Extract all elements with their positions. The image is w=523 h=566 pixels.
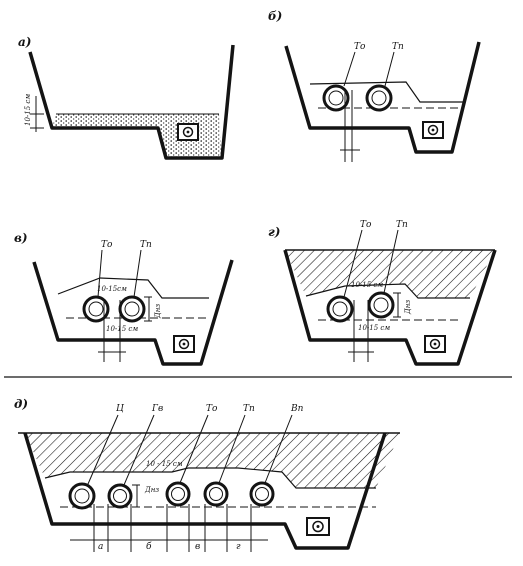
panel-v-pipe-dim: Днз — [154, 304, 162, 319]
panel-d-pipe-label-to: То — [206, 404, 218, 414]
panel-v-top-gap: 10-15см — [97, 285, 127, 293]
panel-b-pipe-label-tp: Тп — [392, 42, 404, 52]
panel-v-trench-wall — [32, 259, 234, 366]
panel-d-leader-c — [87, 414, 119, 485]
panel-g-trench-wall — [283, 249, 497, 366]
panel-g: г) То Тп 10-15 см Днз 10-15 см — [268, 220, 497, 366]
panel-d-backfill-line — [44, 467, 376, 489]
panel-d-leader-tp — [218, 414, 246, 484]
panel-b-pipe-tp — [365, 84, 393, 112]
panel-v: в) То Тп 10-15см Днз 10-15 см — [14, 231, 234, 366]
panel-v-drain-box — [173, 335, 195, 353]
panel-b-pipe-label-to: То — [354, 42, 366, 52]
panel-g-pipe-label-tp: Тп — [396, 220, 408, 230]
panel-g-pipe-dim: Днз — [404, 300, 412, 315]
panel-a-drain-box — [177, 123, 199, 141]
panel-d-leader-vp — [264, 414, 293, 484]
panel-v-pipe-to — [82, 295, 110, 323]
panel-a-height-dim: 10-15 см — [24, 94, 32, 126]
panel-v-pipe-tp — [118, 295, 146, 323]
panel-d-leader-gv — [123, 414, 155, 486]
panel-d-spacing-v: в — [195, 542, 200, 552]
panel-d-pipe-label-vp: Вп — [290, 404, 304, 414]
panel-v-label: в) — [14, 231, 28, 245]
panel-g-drain-box — [424, 335, 446, 353]
panel-d-pipe-c — [68, 482, 96, 510]
panel-v-leader-to — [97, 249, 103, 298]
panel-g-backfill-hatch — [285, 250, 495, 298]
panel-d-leader-to — [179, 414, 209, 484]
panel-g-bottom-gap: 10-15 см — [358, 324, 390, 332]
panel-g-pipe-to — [326, 295, 354, 323]
panel-d-spacing-g: г — [236, 542, 241, 552]
panel-b-drain-box — [422, 121, 444, 139]
panel-b-leader-tp — [384, 51, 395, 87]
panel-d-label: д) — [14, 397, 28, 411]
panel-a: а) 10-15 см — [18, 35, 235, 160]
panel-g-leader-to — [343, 229, 363, 298]
panel-g-pipe-label-to: То — [360, 220, 372, 230]
panel-d-pipe-label-tp: Тп — [243, 404, 255, 414]
panel-v-leader-tp — [133, 249, 142, 298]
panel-d-pipe-gv — [107, 483, 133, 509]
panel-d-top-gap: 10 - 15 см — [146, 460, 183, 468]
panel-d-backfill-hatch — [25, 433, 400, 488]
panel-v-backfill-line — [57, 277, 209, 299]
panel-g-label: г) — [268, 225, 280, 239]
panel-b-backfill-line — [309, 81, 464, 103]
panel-d-spacing-a: а — [98, 542, 103, 552]
panel-d-pipe-to — [165, 481, 191, 507]
panel-b-label: б) — [268, 9, 282, 23]
panel-d-pipe-vp — [249, 481, 275, 507]
panel-d-pipe-tp — [203, 481, 229, 507]
panel-v-pipe-label-tp: Тп — [140, 240, 152, 250]
panel-g-leader-tp — [383, 229, 399, 294]
panel-b-pipe-to — [322, 84, 350, 112]
panel-b: б) То Тп — [268, 9, 481, 162]
panel-d-pipe-label-c: Ц — [116, 404, 125, 414]
panel-g-pipe-tp — [367, 291, 395, 319]
panel-d-trench-wall — [23, 432, 387, 550]
panel-d-drain-box — [306, 517, 330, 536]
panel-a-label: а) — [18, 35, 31, 49]
panel-v-pipe-label-to: То — [101, 240, 113, 250]
panel-b-leader-to — [343, 51, 356, 87]
panel-d-pipe-dim: Днз — [144, 486, 159, 494]
panel-v-bottom-gap: 10-15 см — [106, 325, 138, 333]
panel-d-spacing-b: б — [146, 541, 152, 552]
panel-d-pipe-label-gv: Гв — [151, 404, 163, 414]
panel-b-trench-wall — [284, 41, 481, 154]
panel-d: д) Ц Гв То Тп — [14, 397, 400, 552]
panel-g-backfill-line — [305, 283, 470, 299]
panel-g-top-gap: 10-15 см — [351, 281, 383, 289]
